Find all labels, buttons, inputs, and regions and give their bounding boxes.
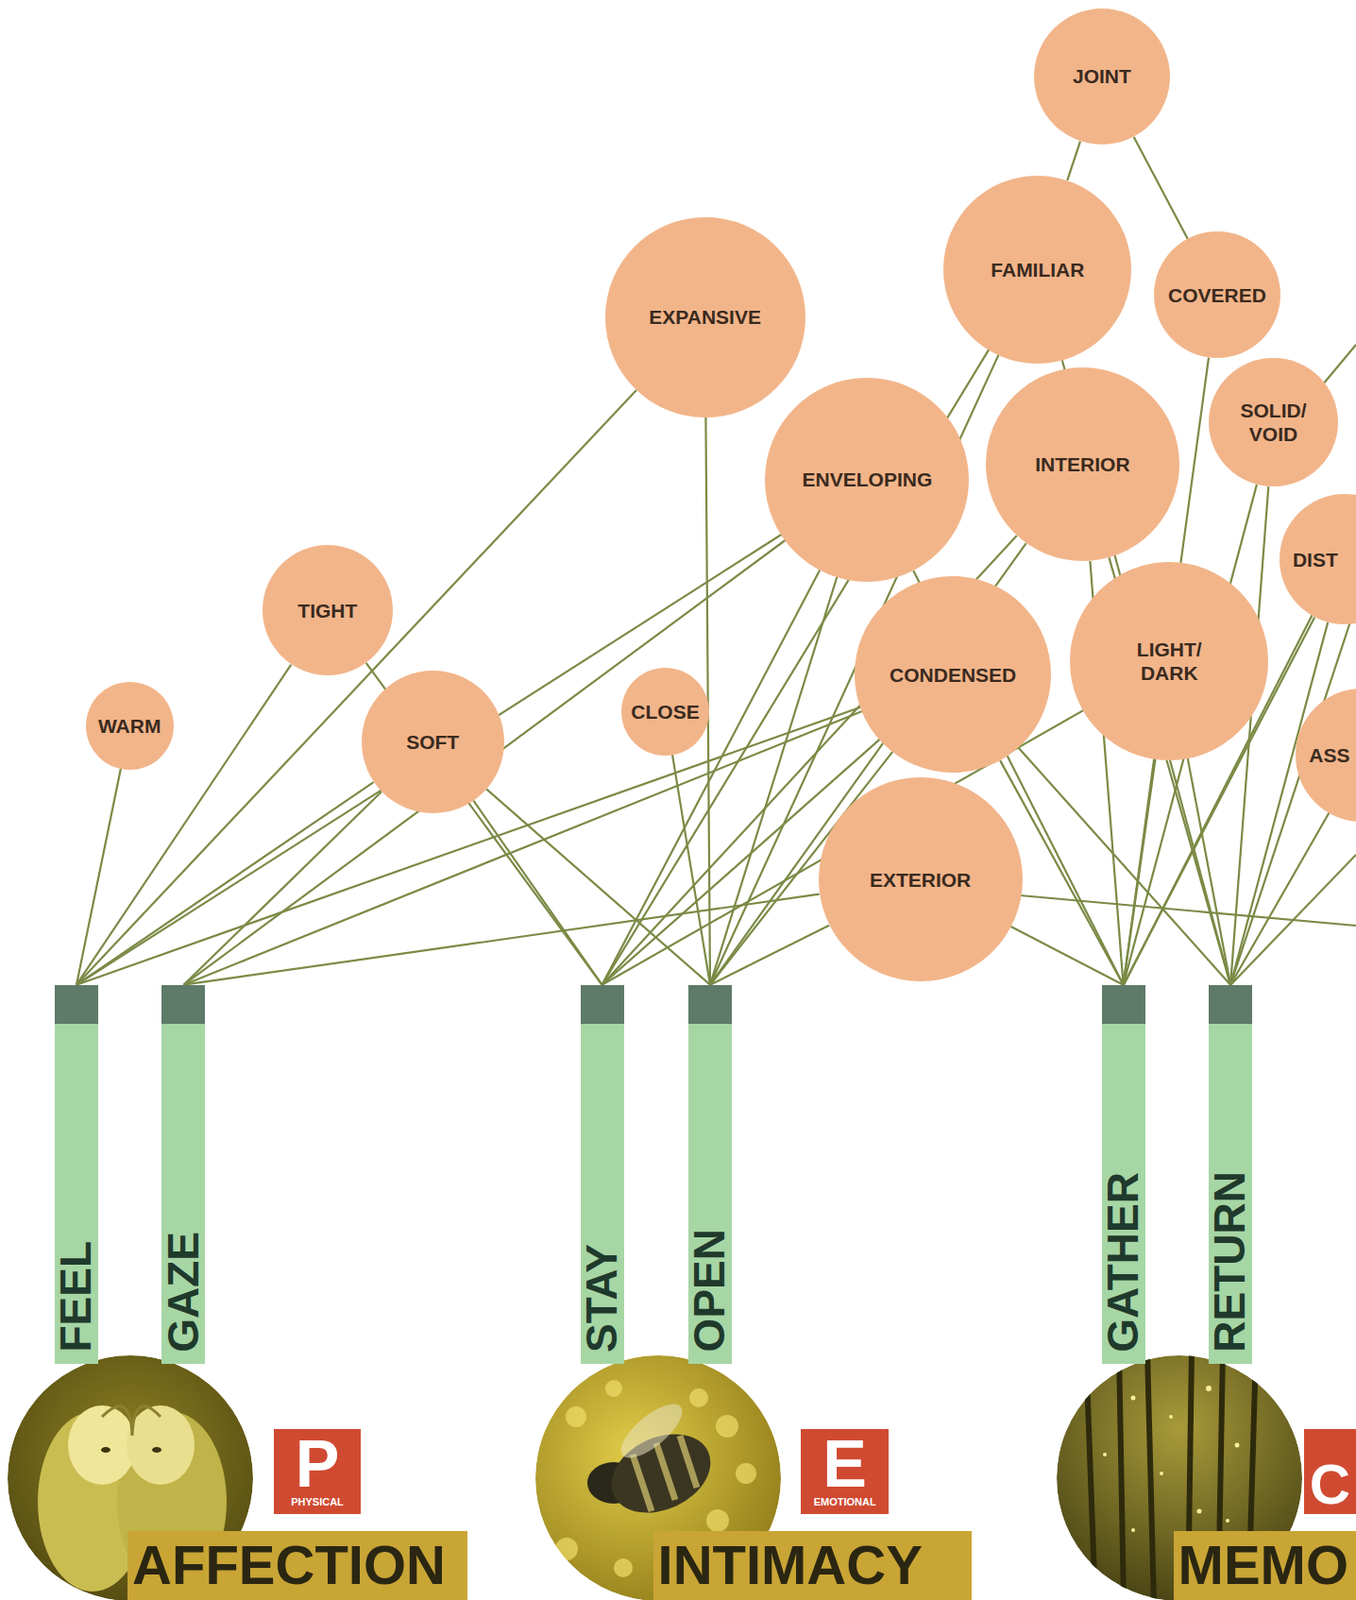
category-tag: P PHYSICAL: [273, 1428, 362, 1515]
action-bar: RETURN: [1208, 984, 1253, 1364]
category-name: PHYSICAL: [290, 1495, 344, 1509]
category-tag: C: [1304, 1428, 1356, 1515]
concept-circle: CLOSE: [621, 667, 710, 756]
category-band: AFFECTION: [127, 1530, 468, 1600]
concept-circle: WARM: [85, 681, 174, 770]
concept-circle: SOFT: [361, 670, 505, 814]
node-label: OPEN: [689, 1228, 731, 1352]
concept-circle: EXPANSIVE: [605, 217, 806, 418]
bar-cap: [1208, 984, 1253, 1024]
category-letter: E: [822, 1436, 867, 1493]
concept-circle: FAMILIAR: [943, 175, 1132, 364]
connector-line: [1011, 926, 1124, 985]
concept-circle: COVERED: [1153, 231, 1281, 358]
category-band: INTIMACY: [653, 1530, 972, 1600]
concept-circle: INTERIOR: [985, 367, 1180, 561]
node-label: FEEL: [55, 1240, 98, 1353]
bar-label-holder: RETURN: [1197, 1170, 1264, 1353]
concept-circle: CONDENSED: [854, 576, 1051, 772]
node-label: RETURN: [1209, 1170, 1252, 1353]
bar-label-holder: GATHER: [1090, 1171, 1157, 1353]
node-label: EXTERIOR: [869, 867, 971, 892]
bar-cap: [688, 984, 732, 1024]
connector-line: [1019, 895, 1356, 926]
bar-cap: [580, 984, 625, 1024]
node-label: SOLID/ VOID: [1239, 398, 1306, 446]
concept-circle: JOINT: [1033, 8, 1171, 146]
node-label: INTERIOR: [1034, 452, 1130, 476]
connector-line: [1134, 136, 1188, 239]
node-label: FAMILIAR: [990, 257, 1085, 282]
node-label: TIGHT: [297, 598, 357, 623]
connector-line: [710, 576, 837, 985]
node-label: SOFT: [406, 729, 459, 754]
category-letter: C: [1309, 1459, 1351, 1509]
connector-line: [76, 664, 291, 985]
node-label: GAZE: [163, 1231, 205, 1353]
node-label: ENVELOPING: [802, 467, 933, 492]
node-label: MEMO: [1178, 1537, 1349, 1593]
connector-line: [672, 754, 711, 985]
connector-line: [1187, 758, 1231, 985]
node-label: AFFECTION: [132, 1537, 446, 1593]
bar-label-holder: OPEN: [677, 1228, 744, 1352]
node-label: EXPANSIVE: [648, 305, 762, 329]
bar-label-holder: FEEL: [43, 1240, 110, 1353]
connector-line: [76, 534, 781, 985]
connector-line: [184, 540, 786, 985]
connector-line: [184, 711, 864, 985]
node-label: WARM: [98, 713, 162, 738]
concept-circle: TIGHT: [262, 544, 393, 676]
connector-line: [1230, 813, 1329, 985]
node-label: INTIMACY: [658, 1537, 923, 1593]
bar-label-holder: GAZE: [150, 1231, 217, 1353]
concept-circle: EXTERIOR: [818, 777, 1023, 982]
bar-label-holder: STAY: [569, 1243, 636, 1353]
action-bar: GAZE: [161, 984, 205, 1364]
concept-circle: DIST: [1279, 493, 1356, 625]
category-tag: E EMOTIONAL: [800, 1428, 889, 1515]
action-bar: OPEN: [688, 984, 732, 1364]
connector-line: [184, 791, 383, 984]
node-label: CONDENSED: [889, 662, 1017, 687]
node-label: CLOSE: [630, 699, 699, 724]
bar-cap: [161, 984, 205, 1024]
concept-circle: LIGHT/ DARK: [1069, 561, 1269, 761]
category-letter: P: [295, 1436, 340, 1493]
node-label: ASS: [1308, 743, 1350, 767]
connector-line: [710, 925, 830, 985]
category-name: EMOTIONAL: [813, 1495, 877, 1509]
connector-line: [76, 389, 637, 985]
bar-cap: [54, 984, 99, 1024]
node-label: GATHER: [1102, 1171, 1145, 1353]
connector-line: [1230, 486, 1269, 984]
node-label: JOINT: [1072, 64, 1132, 88]
connector-line: [486, 788, 711, 984]
connector-line: [1067, 141, 1081, 181]
action-bar: FEEL: [54, 984, 99, 1364]
action-bar: STAY: [580, 984, 625, 1364]
node-label: COVERED: [1168, 283, 1267, 307]
node-label: DIST: [1292, 547, 1339, 572]
action-bar: GATHER: [1101, 984, 1146, 1364]
node-label: LIGHT/ DARK: [1136, 637, 1203, 685]
node-label: STAY: [581, 1243, 624, 1353]
bar-cap: [1101, 984, 1146, 1024]
concept-circle: SOLID/ VOID: [1208, 357, 1338, 487]
concept-circle: ENVELOPING: [764, 377, 969, 582]
category-band: MEMO: [1173, 1530, 1356, 1600]
